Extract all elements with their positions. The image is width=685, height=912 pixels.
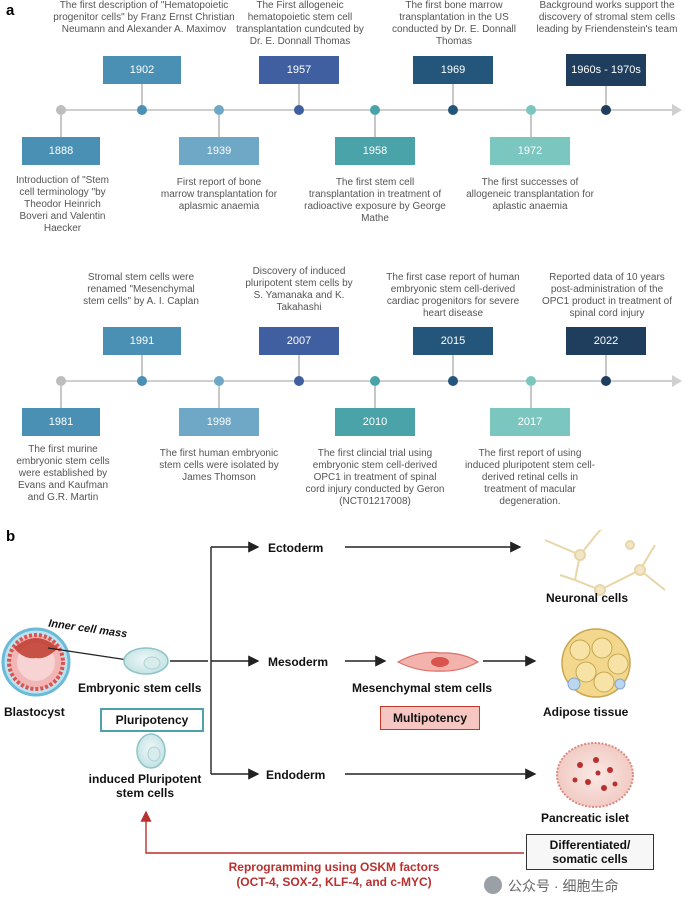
timeline-1-dot-1972	[526, 105, 536, 115]
tick-2010	[374, 386, 376, 408]
event-1972-text: The first successes of allogeneic transp…	[466, 177, 594, 212]
event-2017-text: The first report of using induced plurip…	[464, 448, 596, 507]
differentiated-cells-box: Differentiated/ somatic cells	[526, 834, 654, 870]
timeline-2-dot-1981	[56, 376, 66, 386]
tick-1888	[60, 115, 62, 137]
tick-2007	[298, 355, 300, 380]
tick-2022	[605, 355, 607, 380]
event-1958-text: The first stem cell transplantation in t…	[304, 177, 446, 224]
year-2022-box: 2022	[566, 327, 646, 355]
tick-1960s	[605, 86, 607, 109]
embryonic-stem-cells-label: Embryonic stem cells	[78, 681, 202, 695]
timeline-2-dot-2017	[526, 376, 536, 386]
tick-1958	[374, 115, 376, 137]
year-2007-box: 2007	[259, 327, 339, 355]
wechat-icon	[484, 876, 502, 894]
timeline-1-dot-1960s	[601, 105, 611, 115]
tick-2015	[452, 355, 454, 380]
timeline-2-dot-2007	[294, 376, 304, 386]
tick-1957	[298, 84, 300, 109]
oskm-factors-label: (OCT-4, SOX-2, KLF-4, and c-MYC)	[236, 875, 432, 889]
tick-1991	[141, 355, 143, 380]
endoderm-label: Endoderm	[266, 768, 326, 782]
msc-label: Mesenchymal stem cells	[352, 681, 493, 695]
neuronal-cells-illustration	[544, 530, 666, 596]
year-1888-box: 1888	[22, 137, 100, 165]
year-1969-box: 1969	[413, 56, 493, 84]
year-1991-box: 1991	[103, 327, 181, 355]
event-1969-text: The first bone marrow transplantation in…	[392, 0, 516, 47]
mesenchymal-stem-cell-illustration	[396, 651, 480, 672]
tick-1902	[141, 84, 143, 109]
reprogramming-label: Reprogramming using OSKM factors	[228, 860, 440, 874]
timeline-1-dot-1939	[214, 105, 224, 115]
timeline-1-arrowhead	[672, 104, 682, 116]
event-1888-text: Introduction of "Stem cell terminology "…	[15, 175, 110, 234]
timeline-1-dot-1902	[137, 105, 147, 115]
panel-b-diagram	[1, 530, 666, 854]
tick-1969	[452, 84, 454, 109]
event-1957-text: The First allogeneic hematopoietic stem …	[236, 0, 364, 47]
event-1902-text: The first description of "Hematopoietic …	[53, 0, 235, 35]
year-1902-box: 1902	[103, 56, 181, 84]
pancreatic-islet-label: Pancreatic islet	[541, 811, 630, 825]
tick-1972	[530, 115, 532, 137]
multipotency-badge: Multipotency	[380, 706, 480, 730]
adipose-tissue-label: Adipose tissue	[543, 705, 629, 719]
tick-1998	[218, 386, 220, 408]
event-2007-text: Discovery of induced pluripotent stem ce…	[245, 266, 353, 313]
inner-cell-mass-pointer	[47, 647, 129, 661]
timeline-1-dot-1957	[294, 105, 304, 115]
panel-a-label: a	[6, 2, 15, 19]
timeline-2-dot-1998	[214, 376, 224, 386]
ipsc-label: induced Pluripotent stem cells	[88, 772, 202, 800]
ectoderm-label: Ectoderm	[268, 541, 324, 555]
event-1981-text: The first murine embryonic stem cells we…	[16, 444, 110, 503]
timeline-1-dot-1969	[448, 105, 458, 115]
event-1998-text: The first human embryonic stem cells wer…	[159, 448, 279, 483]
event-2010-text: The first clincial trial using embryonic…	[305, 448, 445, 507]
timeline-1-dot-1888	[56, 105, 66, 115]
reprogramming-arrow	[140, 810, 524, 854]
timeline-2-dot-2022	[601, 376, 611, 386]
timeline-2-axis	[60, 380, 672, 382]
blastocyst-label: Blastocyst	[4, 705, 65, 719]
blastocyst-illustration	[1, 627, 71, 697]
year-1972-box: 1972	[490, 137, 570, 165]
event-1991-text: Stromal stem cells were renamed "Mesench…	[83, 272, 199, 307]
pluripotency-badge: Pluripotency	[100, 708, 204, 732]
timeline-2-dot-2015	[448, 376, 458, 386]
year-1960s-box: 1960s - 1970s	[566, 54, 646, 86]
tick-2017	[530, 386, 532, 408]
tick-1981	[60, 386, 62, 408]
timeline-1-axis	[60, 109, 672, 111]
tick-1939	[218, 115, 220, 137]
adipose-tissue-illustration	[561, 628, 631, 698]
neuronal-cells-label: Neuronal cells	[546, 591, 629, 605]
timeline-2-arrowhead	[672, 375, 682, 387]
timeline-2-dot-2010	[370, 376, 380, 386]
year-1957-box: 1957	[259, 56, 339, 84]
year-1981-box: 1981	[22, 408, 100, 436]
year-1998-box: 1998	[179, 408, 259, 436]
panel-b-label: b	[6, 528, 16, 545]
year-1958-box: 1958	[335, 137, 415, 165]
timeline-2-dot-1991	[137, 376, 147, 386]
year-1939-box: 1939	[179, 137, 259, 165]
event-2022-text: Reported data of 10 years post-administr…	[541, 272, 673, 319]
event-1939-text: First report of bone marrow transplantat…	[160, 177, 278, 212]
pancreatic-islet-illustration	[556, 742, 634, 808]
timeline-1-dot-1958	[370, 105, 380, 115]
event-2015-text: The first case report of human embryonic…	[386, 272, 520, 319]
watermark-text: 公众号 · 细胞生命	[508, 878, 619, 894]
year-2010-box: 2010	[335, 408, 415, 436]
mesoderm-label: Mesoderm	[268, 655, 329, 669]
year-2015-box: 2015	[413, 327, 493, 355]
year-2017-box: 2017	[490, 408, 570, 436]
event-1960s-text: Background works support the discovery o…	[536, 0, 678, 35]
